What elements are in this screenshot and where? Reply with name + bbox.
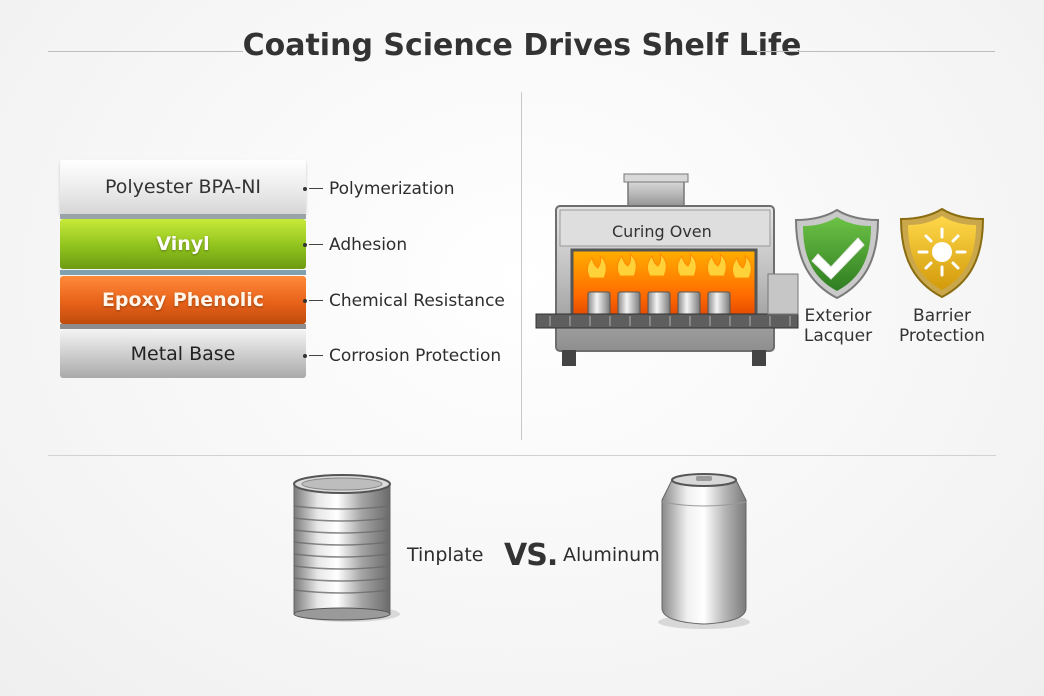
exterior-lacquer-label: Exterior Lacquer [796,306,880,346]
layer-separator [60,214,306,219]
layer-vinyl-label: Vinyl [156,233,210,255]
versus-label: VS. [504,538,558,573]
callout-dot [303,243,307,247]
aluminum-label: Aluminum [563,544,660,566]
exterior-lacquer-line2: Lacquer [803,326,873,346]
callout-line [309,355,323,356]
callout-corrosion-protection: Corrosion Protection [329,346,502,366]
barrier-protection-line1: Barrier [913,306,971,326]
layer-separator [60,324,306,329]
callout-chemical-resistance: Chemical Resistance [329,291,505,311]
callout-dot [303,187,307,191]
barrier-protection-label: Barrier Protection [890,306,994,346]
layer-metal-label: Metal Base [130,343,236,365]
page-title: Coating Science Drives Shelf Life [242,28,802,63]
checkmark-shield-icon [794,208,880,300]
callout-dot [303,354,307,358]
callout-line [309,188,323,189]
callout-line [309,300,323,301]
sun-shield-icon [899,207,985,299]
title-rule-right [755,51,995,52]
callout-line [309,244,323,245]
curing-oven-icon [535,173,799,366]
aluminum-can-icon [658,473,750,629]
callout-dot [303,299,307,303]
exterior-lacquer-line1: Exterior [804,306,872,326]
title-rule-left [48,51,243,52]
vertical-divider [521,92,522,440]
layer-epoxy-label: Epoxy Phenolic [101,289,265,311]
horizontal-divider [48,455,996,456]
tinplate-label: Tinplate [407,544,484,566]
curing-oven-label: Curing Oven [612,222,712,241]
layer-vinyl: Vinyl [60,219,306,269]
layer-metal-base: Metal Base [60,330,306,378]
tinplate-can-icon [293,474,400,622]
layer-polyester: Polyester BPA-NI [60,160,306,214]
callout-polymerization: Polymerization [329,179,455,199]
layer-epoxy: Epoxy Phenolic [60,276,306,324]
barrier-protection-line2: Protection [898,326,985,346]
layer-separator [60,270,306,275]
callout-adhesion: Adhesion [329,235,408,255]
layer-polyester-label: Polyester BPA-NI [104,176,262,198]
